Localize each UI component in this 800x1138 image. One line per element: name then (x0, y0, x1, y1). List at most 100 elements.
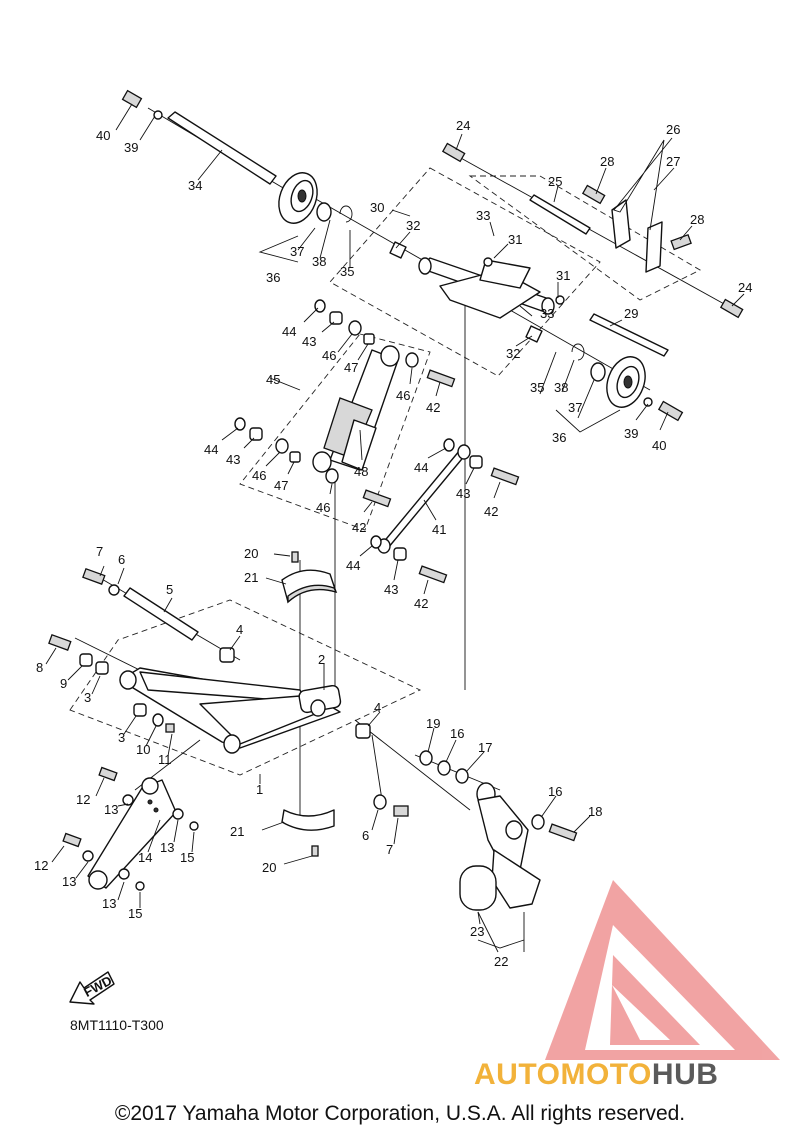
callout-24: 24 (456, 118, 470, 133)
callout-13c: 13 (62, 874, 76, 889)
callout-36: 36 (266, 270, 280, 285)
callout-33: 33 (476, 208, 490, 223)
callout-42b: 42 (352, 520, 366, 535)
part-36-idler-wheel-upper (278, 172, 353, 224)
callout-46b: 46 (396, 388, 410, 403)
callout-31b: 31 (556, 268, 570, 283)
watermark-text-part1: AUTOMOTO (474, 1058, 652, 1091)
callout-16: 16 (450, 726, 464, 741)
callout-38: 38 (312, 254, 326, 269)
callout-28b: 28 (690, 212, 704, 227)
callout-25: 25 (548, 174, 562, 189)
callout-17: 17 (478, 740, 492, 755)
callout-44: 44 (282, 324, 296, 339)
callout-26: 26 (666, 122, 680, 137)
callout-34: 34 (188, 178, 202, 193)
fwd-arrow-icon (69, 971, 115, 1005)
callout-7: 7 (96, 544, 103, 559)
part-14-link-plate (62, 766, 199, 891)
part-25-rod (529, 194, 591, 235)
part-5-shaft (82, 567, 199, 641)
part-24-bolt-upper (441, 142, 466, 163)
callout-40b: 40 (652, 438, 666, 453)
callout-4: 4 (236, 622, 243, 637)
callout-27: 27 (666, 154, 680, 169)
assembly-boundary-26 (468, 175, 701, 301)
assembly-boundary-30 (329, 167, 601, 377)
callout-43c: 43 (456, 486, 470, 501)
part-29-rod (589, 313, 669, 357)
callout-36b: 36 (552, 430, 566, 445)
callout-35b: 35 (530, 380, 544, 395)
callout-14: 14 (138, 850, 152, 865)
copyright-notice: ©2017 Yamaha Motor Corporation, U.S.A. A… (114, 1102, 686, 1125)
part-30-upper-arm (389, 241, 565, 343)
callout-43d: 43 (384, 582, 398, 597)
callout-13: 13 (104, 802, 118, 817)
callout-3: 3 (84, 690, 91, 705)
callout-42d: 42 (414, 596, 428, 611)
leader-lines (45, 103, 745, 953)
callout-42: 42 (426, 400, 440, 415)
callout-35: 35 (340, 264, 354, 279)
part-22-rear-shock (373, 750, 578, 911)
callout-4b: 4 (374, 700, 381, 715)
fwd-label: FWD (81, 973, 114, 1000)
callout-1: 1 (256, 782, 263, 797)
part-24-bolt-lower (719, 298, 744, 319)
callout-44c: 44 (414, 460, 428, 475)
callout-37b: 37 (568, 400, 582, 415)
callout-7b: 7 (386, 842, 393, 857)
callout-labels: 40 39 34 37 38 35 36 30 32 33 31 24 25 2… (34, 118, 752, 1000)
callout-31: 31 (508, 232, 522, 247)
part-34-shaft (121, 89, 277, 185)
part-26-brackets (581, 184, 692, 273)
callout-37: 37 (290, 244, 304, 259)
part-41-link-rod (370, 438, 520, 584)
callout-20: 20 (244, 546, 258, 561)
callout-21: 21 (244, 570, 258, 585)
callout-39: 39 (124, 140, 138, 155)
callout-30: 30 (370, 200, 384, 215)
callout-8: 8 (36, 660, 43, 675)
callout-22: 22 (494, 954, 508, 969)
callout-19: 19 (426, 716, 440, 731)
callout-28: 28 (600, 154, 614, 169)
callout-6b: 6 (362, 828, 369, 843)
callout-20b: 20 (262, 860, 276, 875)
part-45-shock-absorber (312, 345, 400, 473)
callout-15b: 15 (128, 906, 142, 921)
callout-32b: 32 (506, 346, 520, 361)
watermark-logo-icon (545, 880, 780, 1060)
callout-3b: 3 (118, 730, 125, 745)
callout-6: 6 (118, 552, 125, 567)
part-21-cover (281, 551, 338, 857)
callout-48: 48 (354, 464, 368, 479)
callout-43: 43 (302, 334, 316, 349)
callout-29: 29 (624, 306, 638, 321)
callout-38b: 38 (554, 380, 568, 395)
callout-12b: 12 (34, 858, 48, 873)
callout-47b: 47 (274, 478, 288, 493)
callout-16b: 16 (548, 784, 562, 799)
callout-32: 32 (406, 218, 420, 233)
diagram-part-code: 8MT1110-T300 (70, 1017, 164, 1033)
assembly-boundary-1 (69, 599, 422, 776)
callout-46c: 46 (252, 468, 266, 483)
callout-18: 18 (588, 804, 602, 819)
watermark-text-part2: HUB (651, 1058, 719, 1091)
callout-45: 45 (266, 372, 280, 387)
callout-23: 23 (470, 924, 484, 939)
callout-40: 40 (96, 128, 110, 143)
callout-43b: 43 (226, 452, 240, 467)
callout-46: 46 (322, 348, 336, 363)
callout-24b: 24 (738, 280, 752, 295)
callout-15: 15 (180, 850, 194, 865)
callout-12: 12 (76, 792, 90, 807)
callout-9: 9 (60, 676, 67, 691)
callout-5: 5 (166, 582, 173, 597)
part-36-idler-wheel-lower (571, 343, 684, 422)
watermark-text: AUTOMOTOHUB (474, 1058, 718, 1092)
callout-46d: 46 (316, 500, 330, 515)
